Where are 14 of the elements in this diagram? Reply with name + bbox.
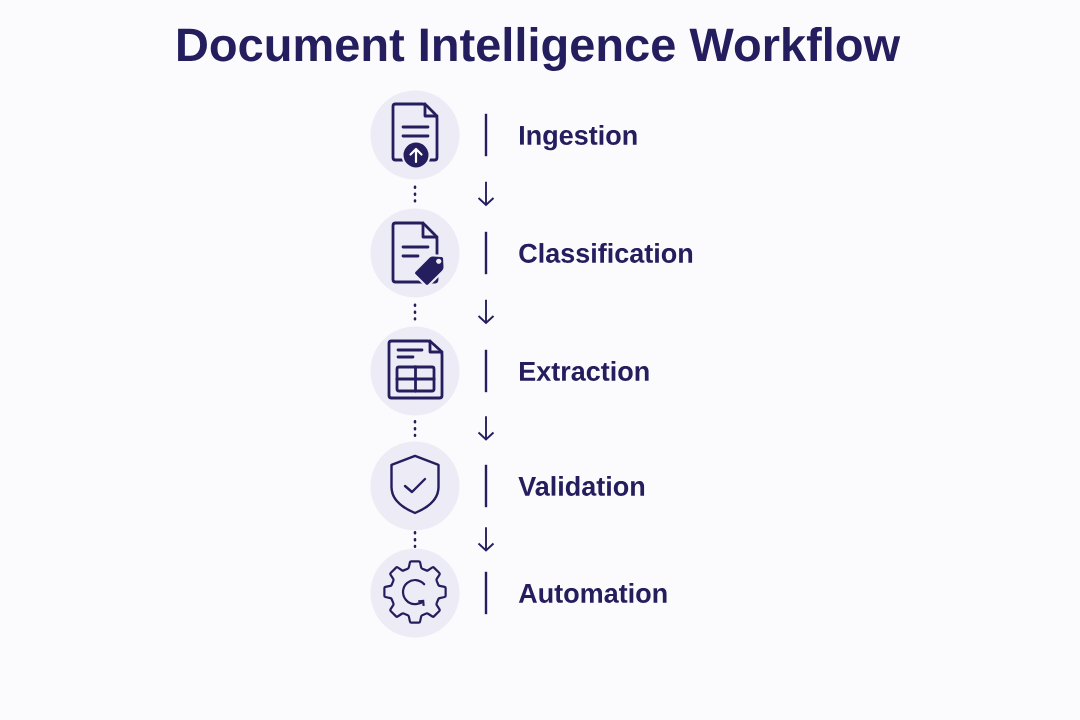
arrow bbox=[477, 298, 495, 325]
dotted-line bbox=[413, 303, 417, 321]
arrow bbox=[477, 180, 495, 207]
arrow bbox=[477, 415, 495, 441]
dotted-line bbox=[413, 531, 417, 548]
step-label: Validation bbox=[484, 464, 645, 508]
dotted-line bbox=[413, 185, 417, 203]
step-label: Extraction bbox=[484, 349, 649, 393]
arrow bbox=[477, 526, 495, 552]
dotted-line bbox=[413, 420, 417, 437]
step-label: Classification bbox=[484, 231, 693, 275]
title: Document Intelligence Workflow bbox=[178, 26, 901, 71]
step-label: Ingestion bbox=[484, 113, 637, 157]
step-label: Automation bbox=[484, 571, 667, 615]
